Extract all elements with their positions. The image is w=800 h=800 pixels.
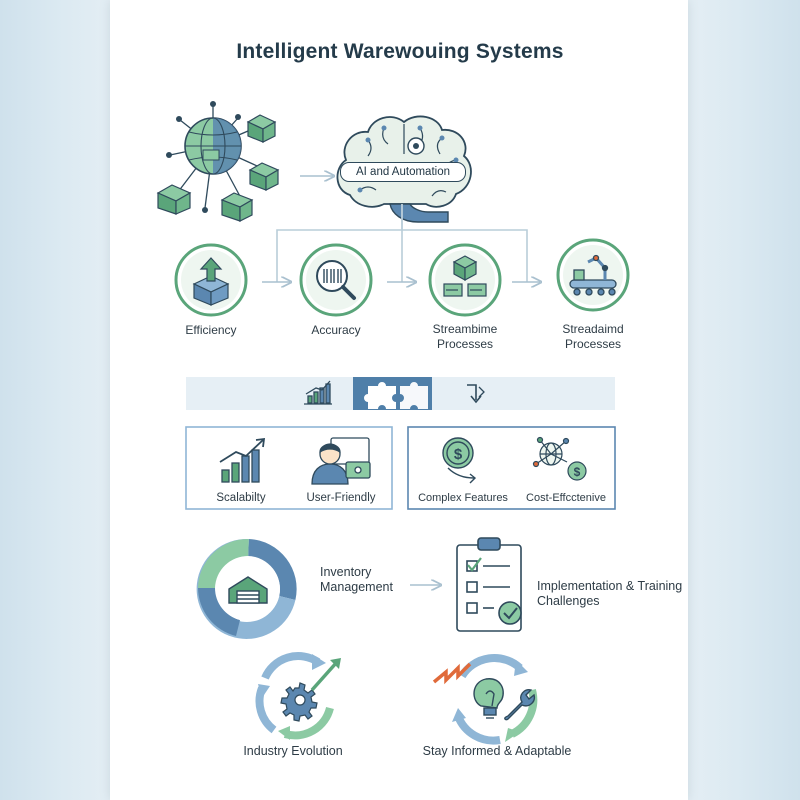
feature-panel-right	[407, 426, 616, 510]
label-industry-evolution: Industry Evolution	[243, 744, 343, 758]
warehouse-icon	[228, 576, 268, 604]
svg-text:$: $	[574, 465, 581, 479]
dollar-coin-icon: $	[442, 437, 477, 484]
boxes-icon	[443, 255, 487, 297]
toolbar-band	[186, 377, 615, 410]
brain-ai-icon	[336, 115, 472, 223]
page-title: Intelligent Warewouing Systems	[236, 40, 564, 63]
growth-chart-icon	[304, 380, 332, 405]
label-cost-effective: Cost-Effcctenive	[526, 492, 606, 504]
label-stay-informed: Stay Informed & Adaptable	[422, 744, 572, 758]
label-streamline-1: Streambime Processes	[432, 322, 498, 351]
puzzle-icon	[364, 382, 428, 409]
lightbulb-cycle-icon	[432, 654, 538, 745]
robot-arm-conveyor-icon	[569, 254, 617, 296]
label-user-friendly: User-Friendly	[306, 492, 376, 504]
bar-growth-icon	[219, 437, 266, 483]
globe-network-icon	[156, 101, 280, 222]
svg-text:$: $	[454, 446, 463, 463]
benefit-circle-accuracy	[299, 243, 373, 317]
barcode-magnifier-icon	[316, 260, 356, 300]
label-accuracy: Accuracy	[311, 323, 361, 337]
label-inventory-management: Inventory Management	[320, 565, 393, 594]
ai-automation-label: AI and Automation	[340, 162, 466, 182]
gear-cycle-icon	[255, 652, 341, 740]
label-implementation-training: Implementation & Training Challenges	[537, 579, 683, 608]
arrow-down-icon	[467, 384, 485, 404]
clipboard-checklist-icon	[456, 537, 522, 632]
inventory-donut-icon	[196, 538, 297, 639]
network-dollar-icon: $	[532, 436, 587, 481]
label-streamline-2: Streadaimd Processes	[562, 322, 624, 351]
wrench-icon	[504, 689, 536, 721]
benefit-circle-efficiency	[174, 243, 248, 317]
benefit-circle-streamline-1	[428, 243, 502, 317]
box-up-arrow-icon	[192, 257, 230, 306]
user-screen-icon	[311, 437, 371, 485]
benefit-circle-streamline-2	[556, 238, 630, 312]
label-scalability: Scalabilty	[216, 492, 266, 504]
label-efficiency: Efficiency	[185, 323, 237, 337]
label-complex-features: Complex Features	[418, 492, 508, 504]
